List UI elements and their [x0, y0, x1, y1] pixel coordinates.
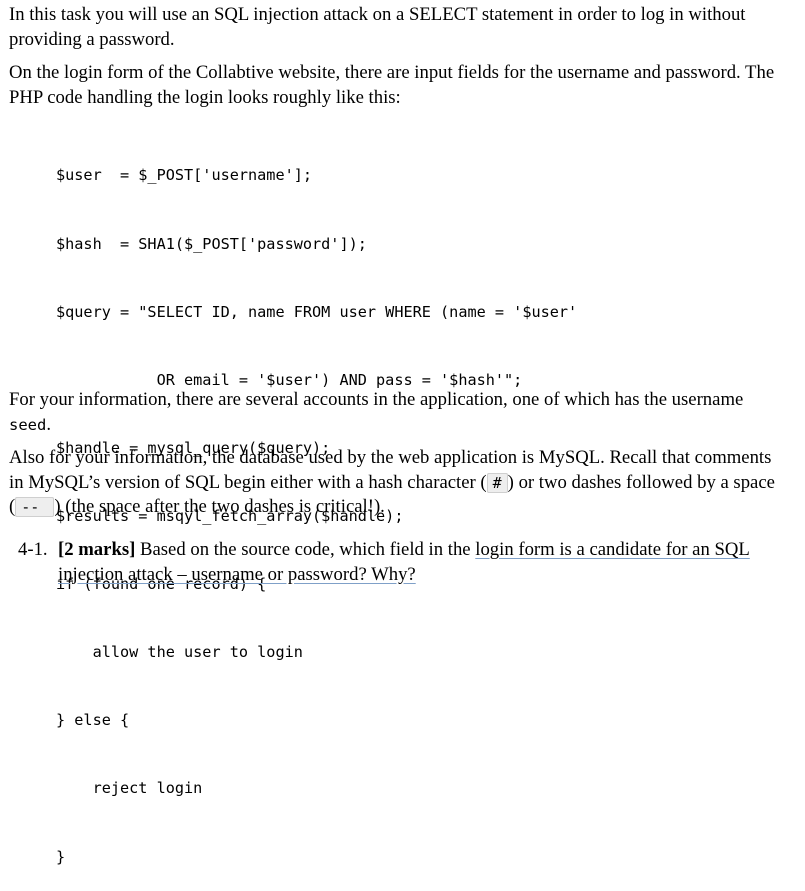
intro-paragraph-1: In this task you will use an SQL injecti…	[9, 4, 746, 50]
question-link-text[interactable]: login form is a candidate for an SQL inj…	[58, 539, 750, 585]
info-paragraph-mysql: Also for your information, the database …	[9, 446, 779, 520]
code-line: }	[56, 847, 66, 866]
intro-paragraph-2: On the login form of the Collabtive webs…	[9, 62, 775, 108]
double-dash-code: --	[15, 497, 55, 517]
code-line: $user = $_POST['username'];	[56, 166, 313, 185]
code-line: $hash = SHA1($_POST['password']);	[56, 234, 367, 253]
question-marks: [2 marks]	[58, 539, 136, 560]
code-line: allow the user to login	[56, 643, 303, 662]
hash-character-code: #	[486, 472, 508, 493]
code-line: OR email = '$user') AND pass = '$hash'";	[56, 370, 523, 389]
question-number: 4-1.	[18, 539, 48, 560]
code-line: $results = msqyl_fetch_array($handle);	[56, 506, 404, 525]
question-text: [2 marks] Based on the source code, whic…	[58, 538, 778, 587]
info-text-a: Also for your information, the database …	[9, 447, 772, 493]
code-line: } else {	[56, 711, 130, 730]
info-text: For your information, there are several …	[9, 389, 744, 410]
info-text-c: ) (the space after the two dashes is cri…	[54, 496, 385, 517]
username-seed: seed	[9, 415, 47, 434]
code-line: $handle = mysql_query($query);	[56, 438, 331, 457]
code-line: reject login	[56, 779, 203, 798]
info-text-end: .	[46, 413, 51, 435]
info-text-b: ) or two dashes followed by a space (	[9, 471, 775, 518]
question-text-before: Based on the source code, which field in…	[135, 539, 476, 560]
info-paragraph-accounts: For your information, there are several …	[9, 388, 779, 437]
code-line: $query = "SELECT ID, name FROM user WHER…	[56, 302, 578, 321]
